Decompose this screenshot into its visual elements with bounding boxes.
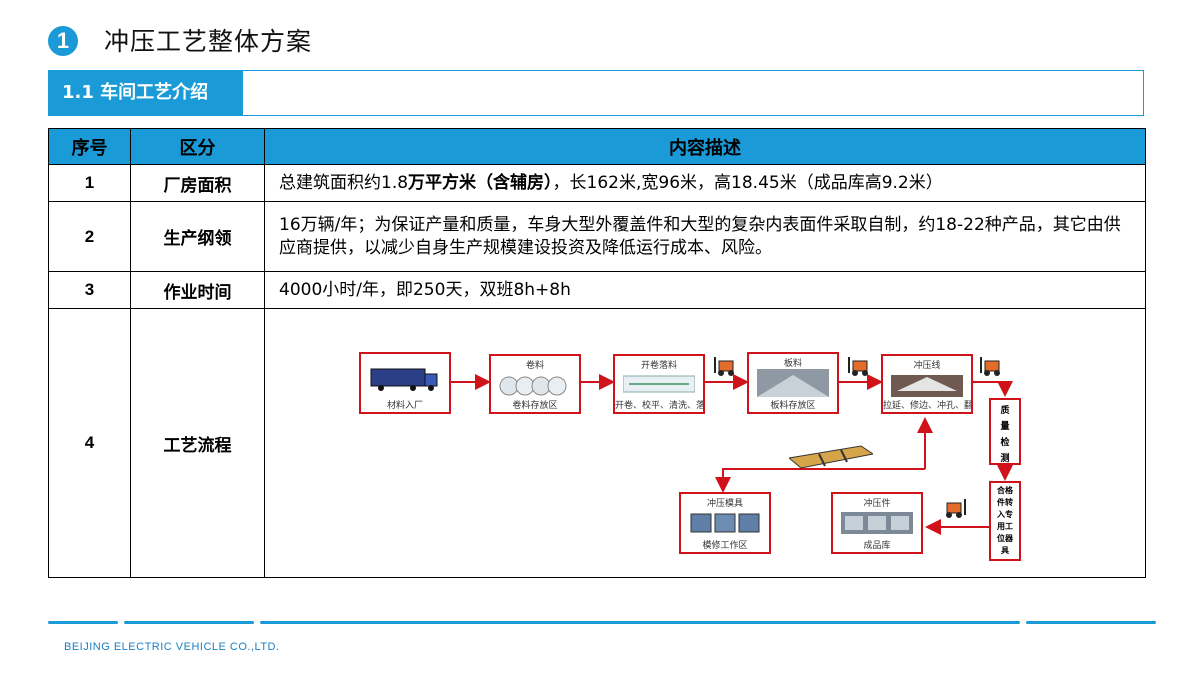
table-row: 2 生产纲领 16万辆/年；为保证产量和质量，车身大型外覆盖件和大型的复杂内表面… xyxy=(48,201,1146,272)
flow-label: 冲压线 xyxy=(913,361,941,371)
subsection-title: 1.1 车间工艺介绍 xyxy=(49,71,243,115)
flow-label: 件转 xyxy=(997,498,1013,507)
row-no: 3 xyxy=(48,271,131,309)
flow-label: 检 xyxy=(1000,438,1010,448)
row-no: 4 xyxy=(48,308,131,578)
flow-step-material-in: 材料入厂 xyxy=(359,352,451,414)
flow-label: 板料存放区 xyxy=(770,401,816,411)
header-no: 序号 xyxy=(48,128,131,165)
flow-label: 用工 xyxy=(997,522,1013,531)
flow-step-qualified: 合格 件转 入专 用工 位器 具 xyxy=(989,481,1021,561)
row-category: 生产纲领 xyxy=(130,201,265,272)
row-no: 2 xyxy=(48,201,131,272)
page-title: 冲压工艺整体方案 xyxy=(104,27,313,56)
flow-step-coil: 卷料 卷料存放区 xyxy=(489,354,581,414)
flow-label: 材料入厂 xyxy=(386,401,423,411)
press-line-icon xyxy=(891,375,963,397)
forklift-icon xyxy=(946,499,966,518)
desc-text: 总建筑面积约1.8 xyxy=(279,172,409,193)
die-blocks-icon xyxy=(690,513,760,533)
flow-step-stamped-parts: 冲压件 成品库 xyxy=(831,492,923,554)
row-description: 16万辆/年；为保证产量和质量，车身大型外覆盖件和大型的复杂内表面件采取自制，约… xyxy=(264,201,1146,272)
flow-label: 冲压模具 xyxy=(706,499,743,509)
flow-step-dies: 冲压模具 模修工作区 xyxy=(679,492,771,554)
desc-bold-text: 万平方米（含辅房） xyxy=(408,172,553,193)
flow-label: 卷料 xyxy=(525,361,544,371)
flow-label: 成品库 xyxy=(863,541,891,551)
parts-rack-icon xyxy=(841,512,913,534)
flow-label: 量 xyxy=(1000,422,1010,432)
flow-label: 开卷落料 xyxy=(640,361,677,371)
flow-label: 模修工作区 xyxy=(702,541,748,551)
warehouse-icon xyxy=(757,369,829,397)
flow-label: 测 xyxy=(1000,454,1010,464)
row-category: 工艺流程 xyxy=(130,308,265,578)
flow-step-press-line: 冲压线 拉延、修边、冲孔、翻边 xyxy=(881,354,973,414)
flow-label: 具 xyxy=(1001,546,1009,555)
row-description: 总建筑面积约1.8万平方米（含辅房），长162米,宽96米，高18.45米（成品… xyxy=(264,164,1146,202)
flow-step-quality-check: 质 量 检 测 xyxy=(989,398,1021,465)
flow-label: 入专 xyxy=(997,510,1013,519)
footer-divider xyxy=(1026,621,1156,624)
footer-divider xyxy=(260,621,1020,624)
table-header-row: 序号 区分 内容描述 xyxy=(48,128,1146,165)
footer-divider xyxy=(124,621,254,624)
flow-label: 卷料存放区 xyxy=(512,401,558,411)
forklift-icon xyxy=(980,357,1000,376)
forklift-icon xyxy=(714,357,734,376)
desc-text: ，长162米,宽96米，高18.45米（成品库高9.2米） xyxy=(552,172,943,193)
subsection-bar: 1.1 车间工艺介绍 xyxy=(48,70,1144,116)
flow-label: 质 xyxy=(1000,406,1010,416)
truck-icon xyxy=(370,368,438,391)
flow-label: 合格 xyxy=(997,486,1013,495)
flow-step-sheet: 板料 板料存放区 xyxy=(747,352,839,414)
flow-arrows xyxy=(425,374,1013,535)
header-description: 内容描述 xyxy=(264,128,1146,165)
flow-label: 拉延、修边、冲孔、翻边 xyxy=(883,401,971,411)
footer-divider xyxy=(48,621,118,624)
row-category: 厂房面积 xyxy=(130,164,265,202)
coil-stack-icon xyxy=(499,376,567,396)
table-row: 3 作业时间 4000小时/年，即250天，双班8h+8h xyxy=(48,271,1146,309)
row-description: 4000小时/年，即250天，双班8h+8h xyxy=(264,271,1146,309)
header-category: 区分 xyxy=(130,128,265,165)
process-flow-diagram: 材料入厂 卷料 卷料存放区 xyxy=(279,309,1131,577)
section-number-badge: 1 xyxy=(48,26,78,56)
table-row: 4 工艺流程 xyxy=(48,308,1146,578)
crane-icon xyxy=(789,445,873,469)
table-row: 1 厂房面积 总建筑面积约1.8万平方米（含辅房），长162米,宽96米，高18… xyxy=(48,164,1146,202)
process-flow-cell: 材料入厂 卷料 卷料存放区 xyxy=(264,308,1146,578)
row-category: 作业时间 xyxy=(130,271,265,309)
company-name: BEIJING ELECTRIC VEHICLE CO.,LTD. xyxy=(64,641,280,653)
flow-step-blanking: 开卷落料 开卷、校平、清洗、落料 xyxy=(613,354,705,414)
flow-label: 板料 xyxy=(783,359,802,369)
flow-label: 开卷、校平、清洗、落料 xyxy=(615,401,703,411)
flow-label: 位器 xyxy=(997,534,1013,543)
flow-label: 冲压件 xyxy=(863,499,891,509)
forklift-icon xyxy=(848,357,868,376)
row-no: 1 xyxy=(48,164,131,202)
process-table: 序号 区分 内容描述 1 厂房面积 总建筑面积约1.8万平方米（含辅房），长16… xyxy=(48,128,1146,578)
blanking-line-icon xyxy=(623,375,695,393)
